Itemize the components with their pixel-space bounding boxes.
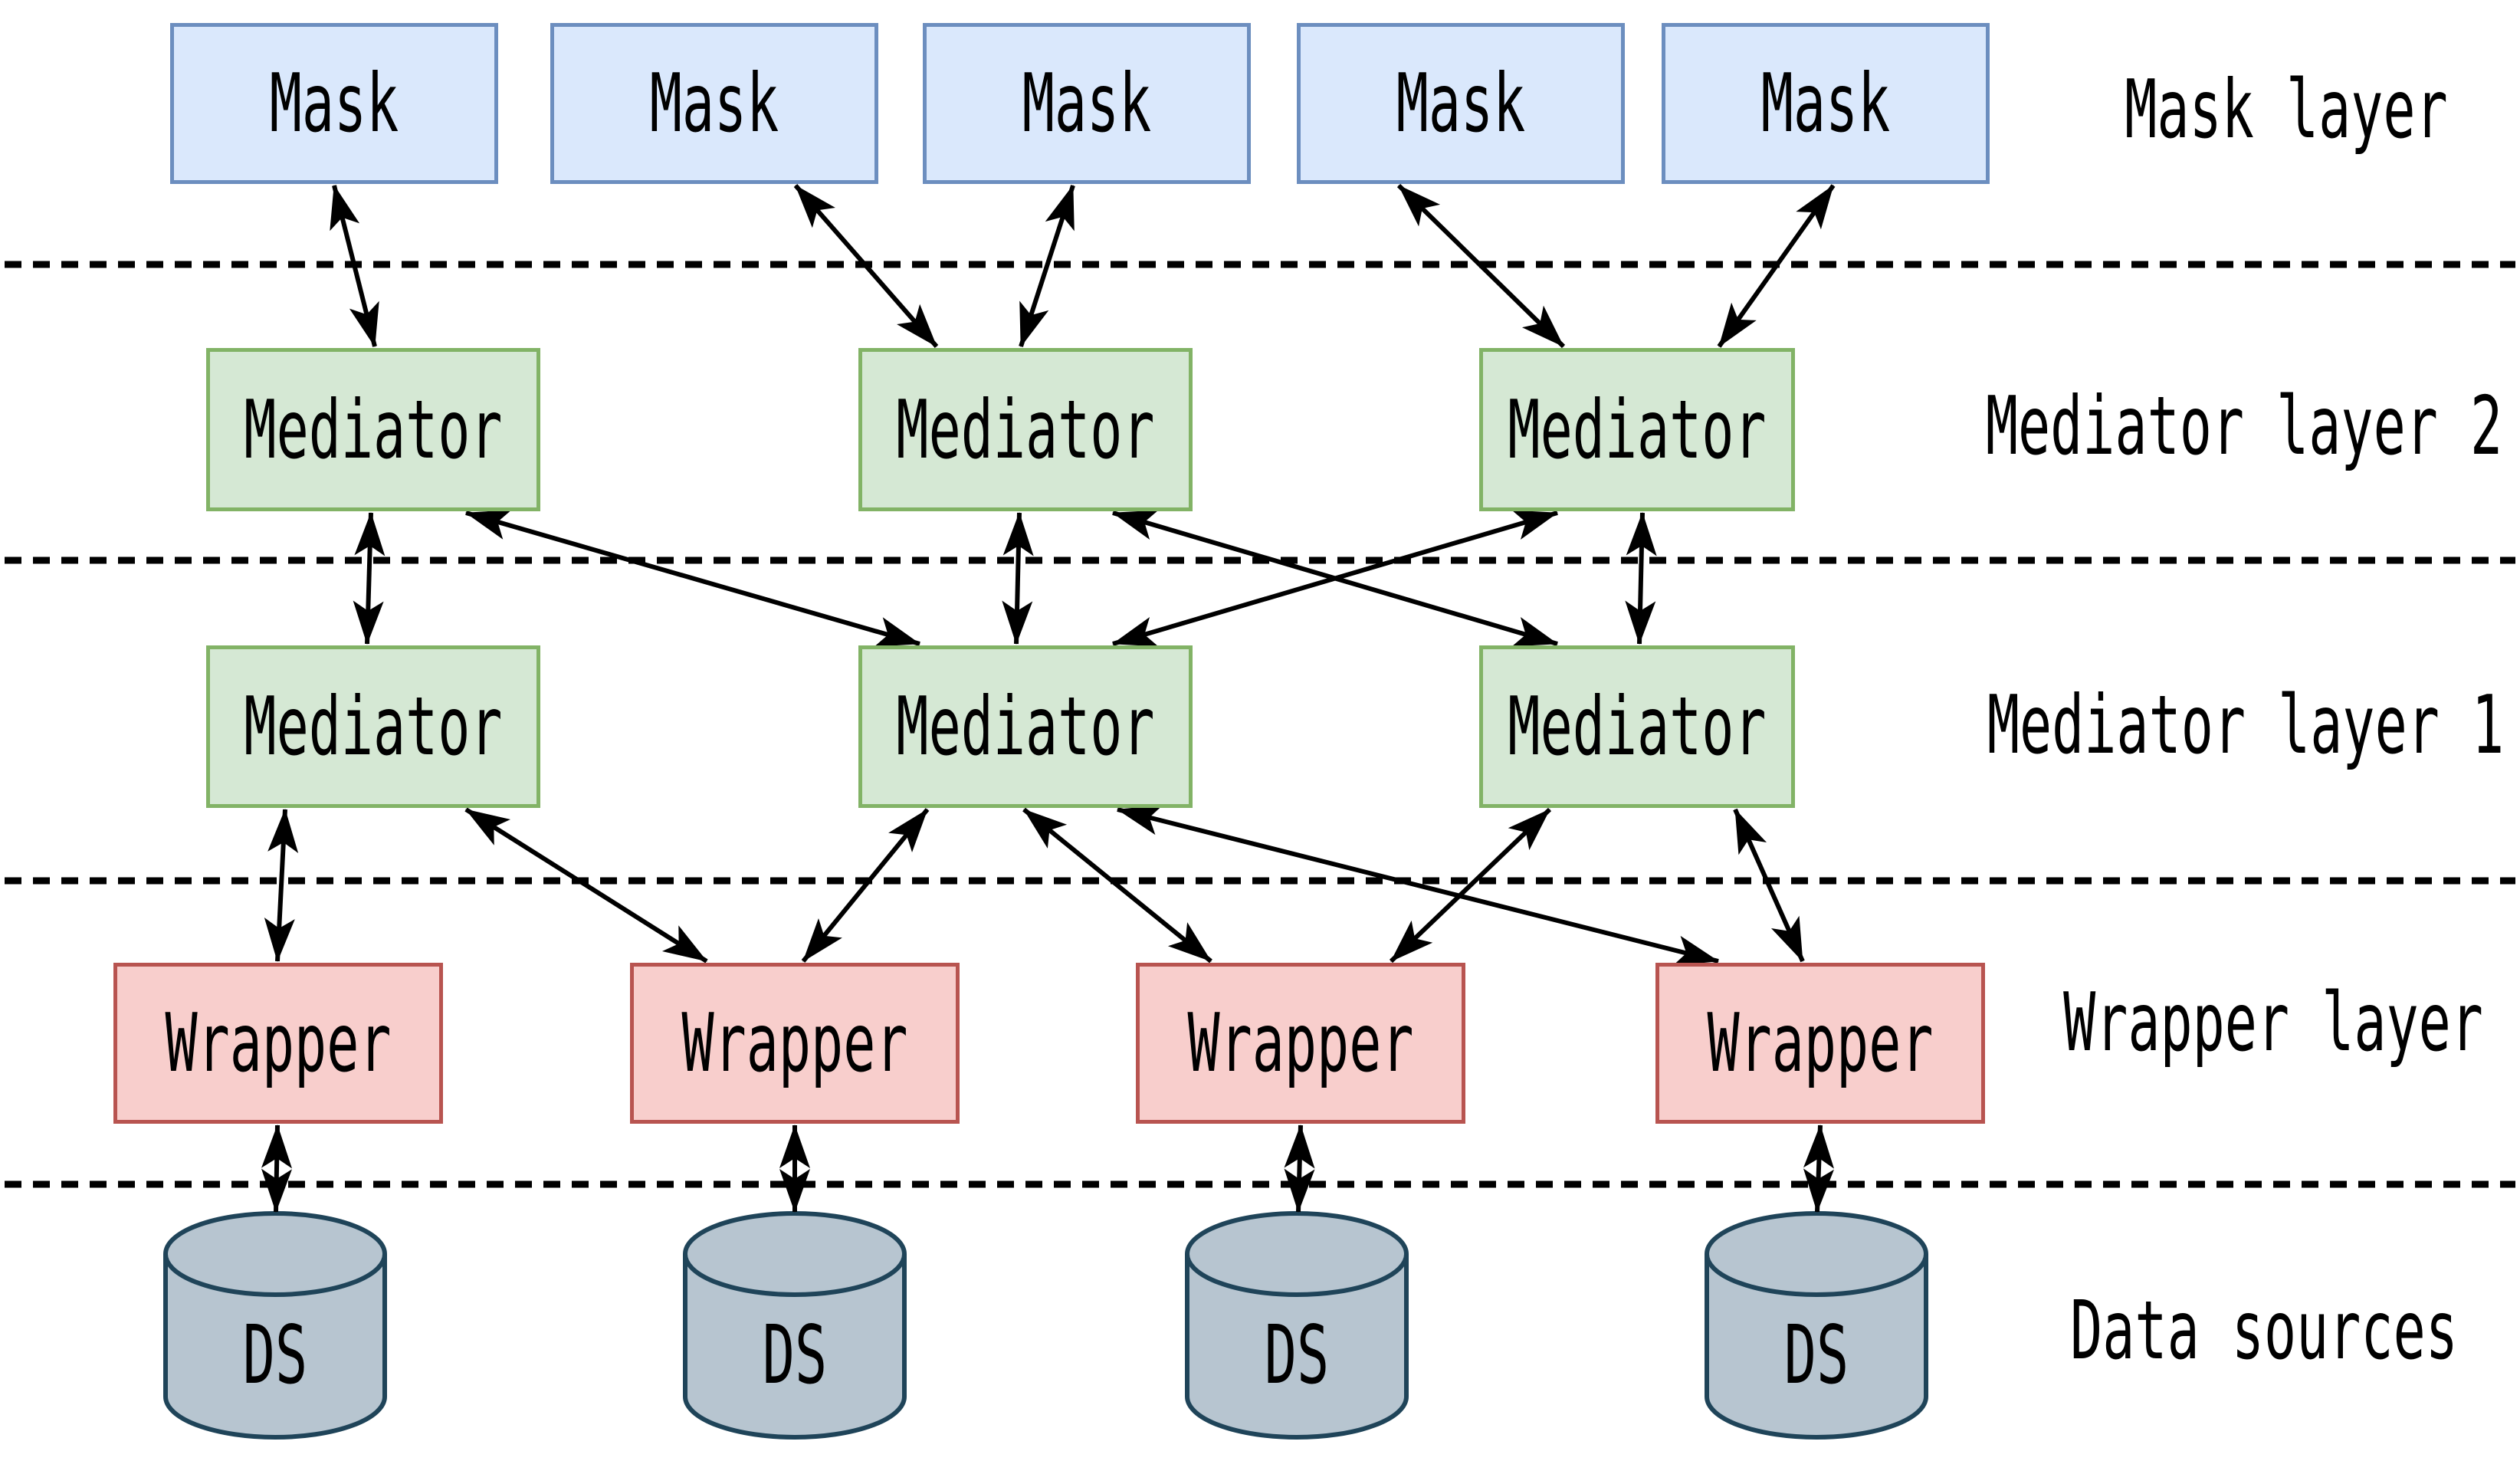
- edge-wrapper-4--ds-4: [1803, 1124, 1835, 1213]
- edge-mediator1-3--wrapper-3: [1389, 807, 1552, 964]
- layer-separators: [5, 261, 2515, 1188]
- edge-wrapper-1--ds-1: [261, 1124, 293, 1213]
- ds-1-cylinder-top: [163, 1211, 387, 1297]
- edge-mediator2-1--mediator1-1: [353, 512, 386, 645]
- edge-mask-3--mediator2-2: [1019, 185, 1075, 347]
- edge-mediator2-3--mediator1-3: [1625, 512, 1657, 645]
- edge-mediator2-3--mediator1-2: [1112, 510, 1558, 647]
- edge-mediator1-2--wrapper-2: [801, 808, 930, 963]
- ds-4-cylinder-top: [1705, 1211, 1928, 1297]
- edge-mediator2-2--mediator1-2: [1002, 512, 1034, 645]
- edge-mask-4--mediator2-3: [1396, 183, 1566, 349]
- edge-mediator1-2--wrapper-3: [1022, 807, 1212, 964]
- edge-mask-1--mediator2-1: [330, 185, 379, 347]
- ds-4-cylinder-body: [1705, 1254, 1928, 1440]
- edge-mediator1-3--wrapper-4: [1733, 808, 1805, 963]
- ds-3-cylinder-body: [1185, 1254, 1409, 1440]
- edge-mediator2-1--mediator1-2: [465, 510, 920, 647]
- edge-mask-5--mediator2-3: [1717, 184, 1836, 348]
- ds-1-cylinder-body: [163, 1254, 387, 1440]
- edge-mediator1-1--wrapper-2: [464, 807, 708, 964]
- edge-mask-2--mediator2-2: [793, 184, 939, 348]
- connection-arrows: [261, 183, 1836, 1213]
- edge-wrapper-3--ds-3: [1284, 1124, 1315, 1213]
- edge-mediator1-1--wrapper-1: [264, 809, 299, 962]
- ds-2-cylinder-body: [683, 1254, 907, 1440]
- ds-2-cylinder-top: [683, 1211, 907, 1297]
- ds-3-cylinder-top: [1185, 1211, 1409, 1297]
- datasource-shapes: [163, 1211, 1928, 1440]
